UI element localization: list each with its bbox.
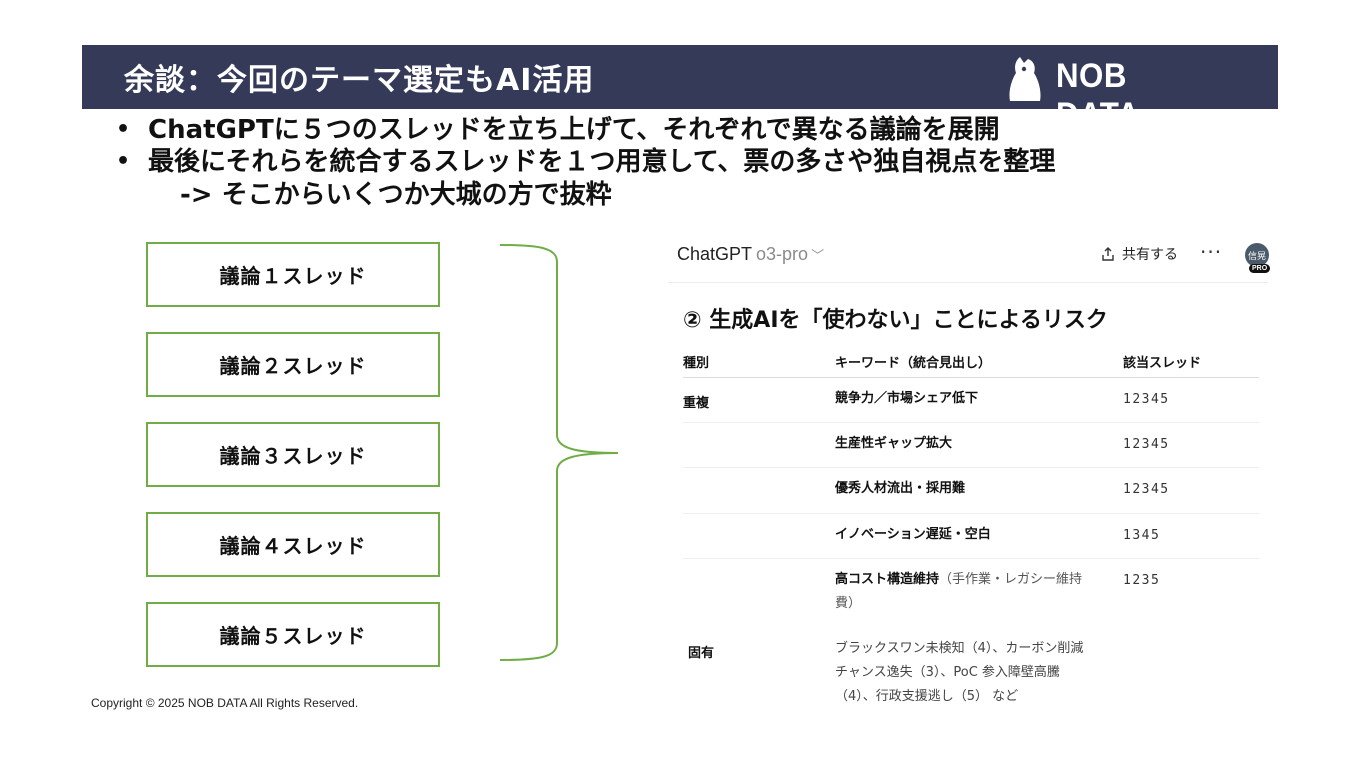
cell-threads: 12345: [1123, 437, 1170, 452]
cell-threads: 12345: [1123, 482, 1170, 497]
header-divider: [683, 377, 1259, 378]
share-icon: [1102, 247, 1114, 261]
cell-keyword: 高コスト構造維持（手作業・レガシー維持費）: [835, 568, 1097, 616]
cell-type: 固有: [688, 646, 715, 661]
nob-data-logo: NOB DATA: [1002, 53, 1232, 134]
cell-keyword: 生産性ギャップ拡大: [835, 432, 1097, 456]
share-label: 共有する: [1122, 247, 1178, 263]
thread-box-1: 議論１スレッド: [146, 242, 440, 307]
keyword-text: 優秀人材流出・採用難: [835, 481, 966, 496]
table-row-unique: 固有 ブラックスワン未検知（4）、カーボン削減チャンス逸失（3）、PoC 参入障…: [683, 629, 1259, 709]
app-name: ChatGPT: [677, 244, 753, 264]
keyword-text: 競争力／市場シェア低下: [835, 391, 979, 406]
column-header-keyword: キーワード（統合見出し）: [835, 356, 992, 371]
share-button[interactable]: 共有する: [1100, 244, 1178, 264]
slide-header: 余談：今回のテーマ選定もAI活用 NOB DATA: [82, 45, 1278, 134]
chevron-down-icon: ﹀: [811, 248, 825, 263]
column-header-threads: 該当スレッド: [1123, 356, 1202, 371]
bullet-item: 最後にそれらを統合するスレッドを１つ用意して、票の多さや独自視点を整理: [112, 146, 1055, 178]
table-row: 重複 競争力／市場シェア低下 12345: [683, 378, 1259, 423]
column-header-type: 種別: [683, 356, 710, 371]
cell-keyword: 優秀人材流出・採用難: [835, 477, 1097, 501]
keyword-text: 高コスト構造維持: [835, 572, 940, 587]
bullet-list: ChatGPTに５つのスレッドを立ち上げて、それぞれで異なる議論を展開 最後にそ…: [112, 114, 1055, 212]
thread-box-5: 議論５スレッド: [146, 602, 440, 667]
table-row: 優秀人材流出・採用難 12345: [683, 468, 1259, 514]
bullet-item: ChatGPTに５つのスレッドを立ち上げて、それぞれで異なる議論を展開: [112, 114, 1055, 146]
table-row: 高コスト構造維持（手作業・レガシー維持費） 1235: [683, 559, 1259, 629]
owl-icon: [1009, 57, 1041, 101]
thread-box-2: 議論２スレッド: [146, 332, 440, 397]
logo-text: NOB DATA: [1056, 57, 1141, 134]
pro-badge: PRO: [1249, 264, 1271, 273]
sub-bullet: -> そこからいくつか大城の方で抜粋: [180, 180, 612, 210]
cell-keyword: イノベーション遅延・空白: [835, 523, 1097, 547]
cell-threads: 1345: [1123, 528, 1161, 543]
table-row: 生産性ギャップ拡大 12345: [683, 423, 1259, 468]
thread-box-3: 議論３スレッド: [146, 422, 440, 487]
slide-title: 余談：今回のテーマ選定もAI活用: [124, 63, 595, 98]
curly-brace: [499, 244, 619, 661]
cell-keyword: 競争力／市場シェア低下: [835, 387, 1097, 411]
avatar[interactable]: 信晃: [1245, 243, 1269, 267]
cell-threads: 1235: [1123, 573, 1161, 588]
table-row: イノベーション遅延・空白 1345: [683, 514, 1259, 559]
thread-box-4: 議論４スレッド: [146, 512, 440, 577]
keyword-text: イノベーション遅延・空白: [835, 527, 991, 542]
keyword-text: 生産性ギャップ拡大: [835, 436, 953, 451]
keyword-note: （手作業・レガシー維持費）: [835, 572, 1083, 611]
cell-threads: 12345: [1123, 392, 1170, 407]
model-name: o3-pro: [756, 244, 809, 264]
copyright-text: Copyright © 2025 NOB DATA All Rights Res…: [91, 696, 359, 710]
cell-type: 重複: [683, 396, 710, 411]
chat-heading: ② 生成AIを「使わない」ことによるリスク: [683, 308, 1108, 333]
more-options-icon[interactable]: ···: [1200, 240, 1223, 264]
cell-unique-text: ブラックスワン未検知（4）、カーボン削減チャンス逸失（3）、PoC 参入障壁高騰…: [835, 641, 1084, 704]
